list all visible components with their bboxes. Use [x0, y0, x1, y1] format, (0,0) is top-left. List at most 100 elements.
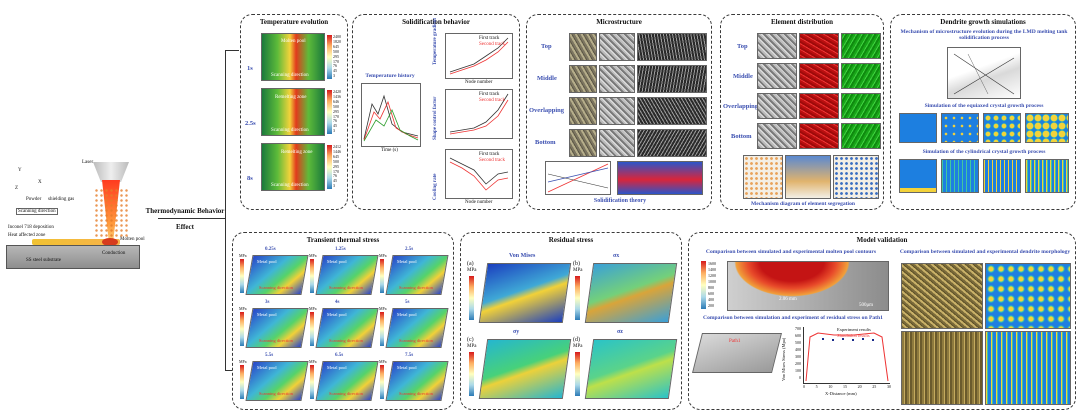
scale-1s-v3: 500: [333, 48, 339, 54]
panel-model-validation: Model validation Comparison between simu…: [688, 232, 1076, 410]
micro-row-top: Top: [541, 43, 552, 50]
xtick-5: 25: [872, 384, 877, 389]
gradient-curves: [449, 37, 509, 75]
transient-scale-bar: [310, 312, 314, 346]
scale-bar-8s: [327, 145, 332, 189]
legend-first-3: First track: [479, 152, 500, 157]
segregation-mechanism-label: Mechanism diagram of element segregation: [751, 201, 855, 207]
elem-row-bottom: Bottom: [731, 133, 752, 140]
residual-unit-b: MPa: [573, 268, 583, 273]
stress-yticks: 700 600 500 400 300 200 100 0: [791, 325, 801, 381]
thermo-label: Thermodynamic Behavior: [145, 207, 225, 215]
residual-unit-a: MPa: [467, 268, 477, 273]
exp-dendrite-2: [901, 331, 983, 405]
transient-time-label: 4s: [335, 300, 340, 305]
history-curves: [363, 94, 419, 142]
transient-scale-bar: [240, 259, 244, 293]
pool-contour-image: [727, 261, 889, 311]
elem-row-middle: Middle: [733, 73, 753, 80]
scale-1s-v0: 2400: [333, 34, 341, 39]
elem-overlap-green: [841, 93, 881, 119]
mechanism-sketch: [947, 47, 1021, 99]
xtick-4: 20: [857, 384, 862, 389]
metal-pool-label: Metal pool: [327, 312, 347, 317]
metal-pool-label: Metal pool: [257, 312, 277, 317]
scale-1s-v7: 45: [333, 68, 337, 74]
micro-bottom-sem-1: [599, 129, 635, 157]
solidification-title: Solidification behavior: [402, 18, 470, 26]
micro-row-overlapping: Overlapping: [529, 107, 565, 114]
scale-1s-v8: 3: [333, 73, 335, 79]
equiaxed-sim-1: [899, 113, 937, 143]
substrate: [6, 245, 140, 269]
scan-direction-label: Scanning direction: [259, 285, 293, 290]
mechanism-lines: [953, 53, 1015, 95]
panel-microstructure: Microstructure Top Middle Overlapping Bo…: [526, 14, 712, 210]
elem-bottom-red: [799, 123, 839, 149]
micro-overlap-sem-2: [637, 97, 707, 125]
segregation-diagram-2: [785, 155, 831, 199]
sim-dendrite-1: [985, 263, 1071, 329]
dendrite-compare-title: Comparison between simulated and experim…: [899, 249, 1071, 255]
equiaxed-sim-3: [983, 113, 1021, 143]
conduction-label: Conduction: [102, 251, 126, 256]
elem-row-overlapping: Overlapping: [723, 103, 759, 110]
micro-bottom-optical: [569, 129, 597, 157]
solidification-map-curves: [547, 163, 609, 193]
ytick-3: 400: [795, 347, 801, 352]
columnar-sim-2: [941, 159, 979, 193]
residual-map-c: [478, 339, 572, 399]
legend-experiment: Experiment results: [837, 327, 871, 332]
gradient-plot: [445, 33, 513, 79]
transient-time-label: 5s: [405, 300, 410, 305]
pool-compare-title: Comparison between simulated and experim…: [705, 249, 877, 255]
shape-plot: [445, 89, 513, 139]
residual-label-c: (c): [467, 337, 474, 343]
scale-bar-1s: [327, 35, 332, 79]
pool-scale-v1: 1400: [708, 267, 716, 272]
panel-temperature-evolution: Temperature evolution 1s 2.5s 8s Molten …: [240, 14, 348, 210]
transient-unit: MPa: [239, 306, 247, 311]
segregation-diagram-3: [833, 155, 879, 199]
transient-time-label: 1.25s: [335, 247, 346, 252]
scale-values-1s: 2400 1820 645 500 295 170 76 45 3: [333, 34, 341, 79]
panel-solidification: Solidification behavior Temperature hist…: [352, 14, 520, 210]
thermal-map-2-5s: [261, 88, 325, 136]
stress-chart: Von Mises Stress (Mpa) 700 600 500 400 3…: [781, 323, 895, 407]
residual-label-a: (a): [467, 261, 474, 267]
residual-name-a: Von Mises: [509, 253, 536, 259]
legend-simulation: Simulation results: [837, 333, 870, 338]
molten-pool: [102, 238, 118, 246]
temperature-title: Temperature evolution: [259, 18, 329, 26]
columnar-sim-1: [899, 159, 937, 193]
micro-middle-sem-2: [637, 65, 707, 93]
scale-8s-v2: 645: [333, 153, 339, 159]
scale-values-8s: 2412 1446 645 500 295 170 76 45 3: [333, 144, 341, 189]
solidification-theory-label: Solidification theory: [593, 198, 647, 204]
scale-8s-v6: 76: [333, 173, 337, 179]
scan-direction-label: Scanning direction: [259, 391, 293, 396]
residual-label-b: (b): [573, 261, 580, 267]
molten-pool-label: Molten pool: [120, 237, 145, 242]
pool-scale-label-1: 2.06 mm: [779, 297, 797, 302]
transient-title: Transient thermal stress: [306, 236, 380, 244]
dendrite-sub3: Simulation of the cylindrical crystal gr…: [922, 149, 1046, 155]
scale-8s-v1: 1446: [333, 148, 341, 154]
time-2-5s: 2.5s: [245, 120, 256, 127]
experiment-points: [822, 338, 874, 341]
scale-8s-v4: 295: [333, 163, 339, 169]
scale-2-5s-v5: 170: [333, 113, 339, 119]
panel-element-distribution: Element distribution Top Middle Overlapp…: [720, 14, 884, 210]
residual-bar-a: [469, 276, 474, 320]
ytick-7: 0: [799, 375, 801, 380]
micro-middle-sem-1: [599, 65, 635, 93]
scale-8s-v5: 170: [333, 168, 339, 174]
scale-8s-v0: 2412: [333, 144, 341, 149]
residual-bar-b: [575, 276, 580, 320]
residual-name-b: σx: [613, 253, 620, 259]
scale-2-5s-v1: 1436: [333, 93, 341, 99]
